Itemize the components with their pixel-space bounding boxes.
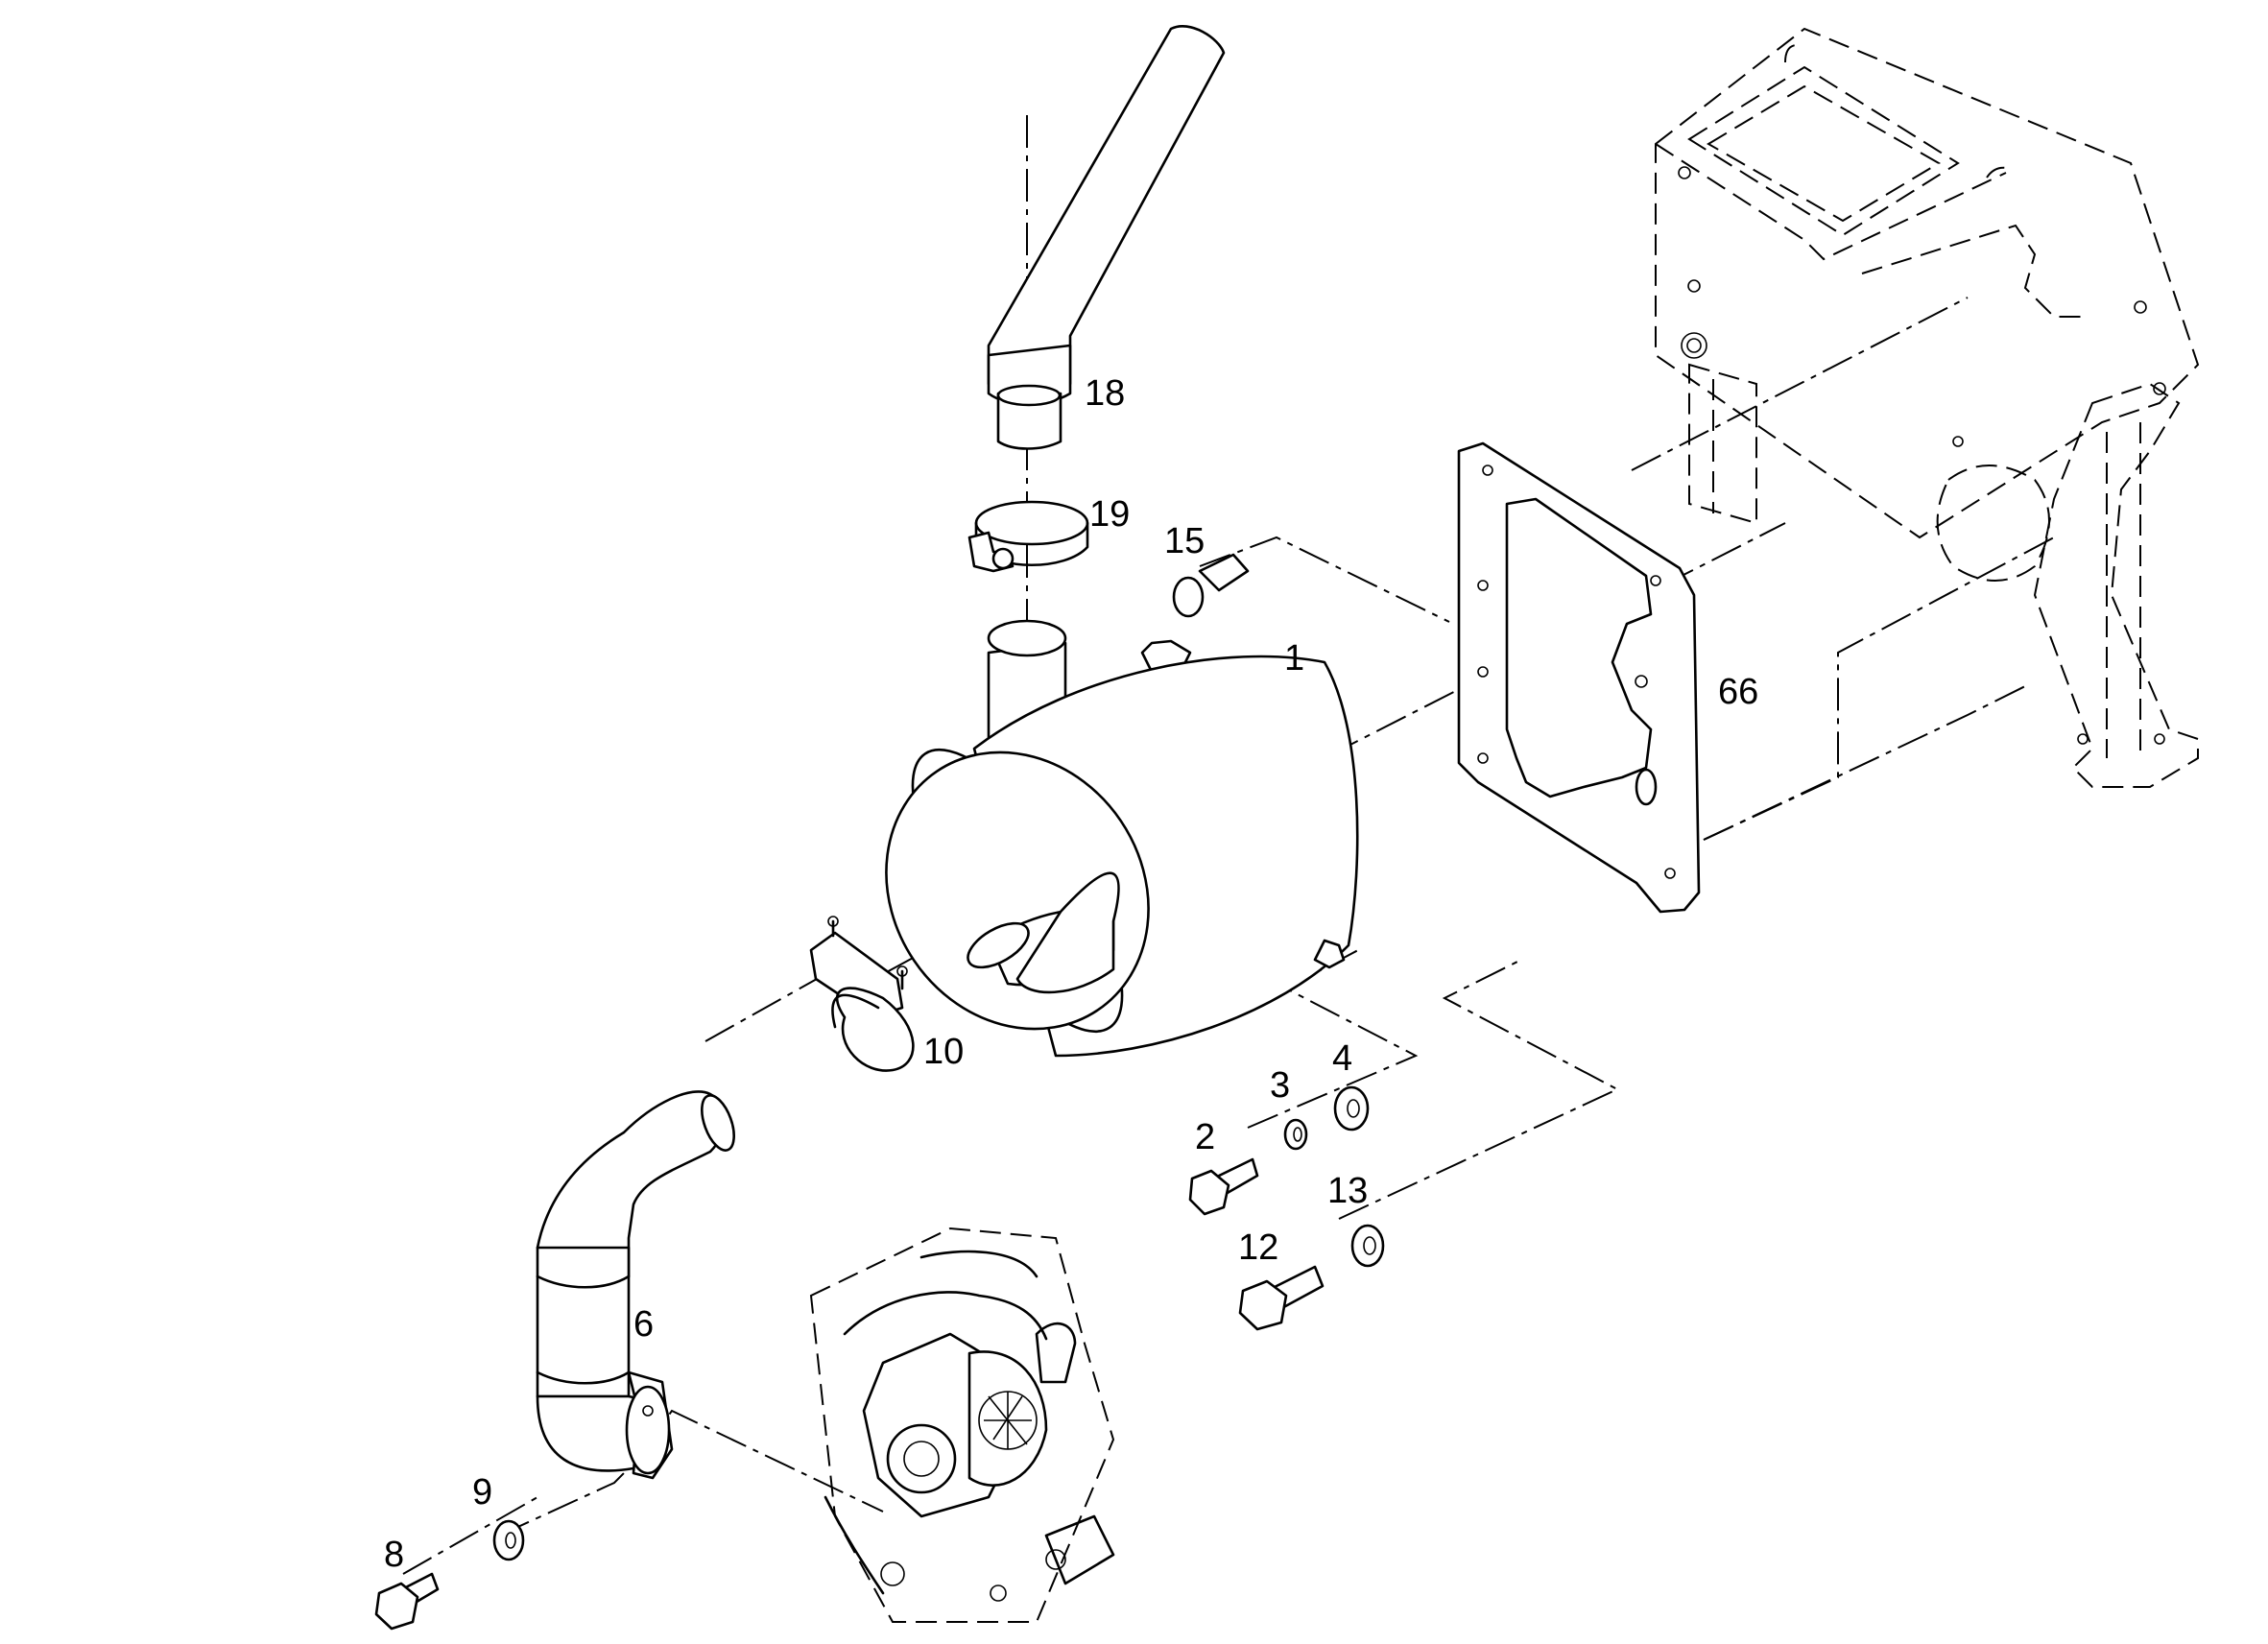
callout-66: 66	[1718, 672, 1758, 712]
frame-bracket-phantom	[1655, 27, 2200, 788]
bolt-2	[1188, 1157, 1259, 1216]
tail-pipe	[987, 25, 1226, 450]
callout-labels: 1 2 3 4 6 8 9 10 12 13 15 18 19 66	[384, 373, 1758, 1575]
callout-10: 10	[923, 1032, 964, 1072]
callout-9: 9	[472, 1472, 492, 1513]
mounting-plate	[1457, 441, 1701, 914]
callout-4: 4	[1332, 1038, 1352, 1079]
washer-13	[1350, 1224, 1385, 1268]
callout-6: 6	[633, 1304, 654, 1345]
bolt-12	[1238, 1265, 1325, 1331]
callout-18: 18	[1085, 373, 1125, 414]
callout-12: 12	[1238, 1227, 1278, 1268]
callout-8: 8	[384, 1535, 404, 1575]
hose-clamp	[967, 500, 1089, 573]
washer-9	[492, 1519, 525, 1561]
washer-4	[1333, 1085, 1370, 1132]
u-bolt-clamp	[809, 916, 915, 1072]
callout-13: 13	[1327, 1171, 1368, 1211]
callout-2: 2	[1195, 1117, 1215, 1157]
silencer	[885, 619, 1359, 1058]
callout-1: 1	[1284, 638, 1304, 679]
exhaust-pipe	[536, 1090, 735, 1480]
callout-3: 3	[1270, 1065, 1290, 1106]
callout-15: 15	[1164, 521, 1205, 561]
bolt-8	[374, 1572, 440, 1631]
lock-washer-3	[1283, 1118, 1308, 1151]
screw-15	[1172, 553, 1250, 618]
callout-19: 19	[1089, 494, 1130, 535]
turbocharger-engine	[809, 1227, 1115, 1623]
